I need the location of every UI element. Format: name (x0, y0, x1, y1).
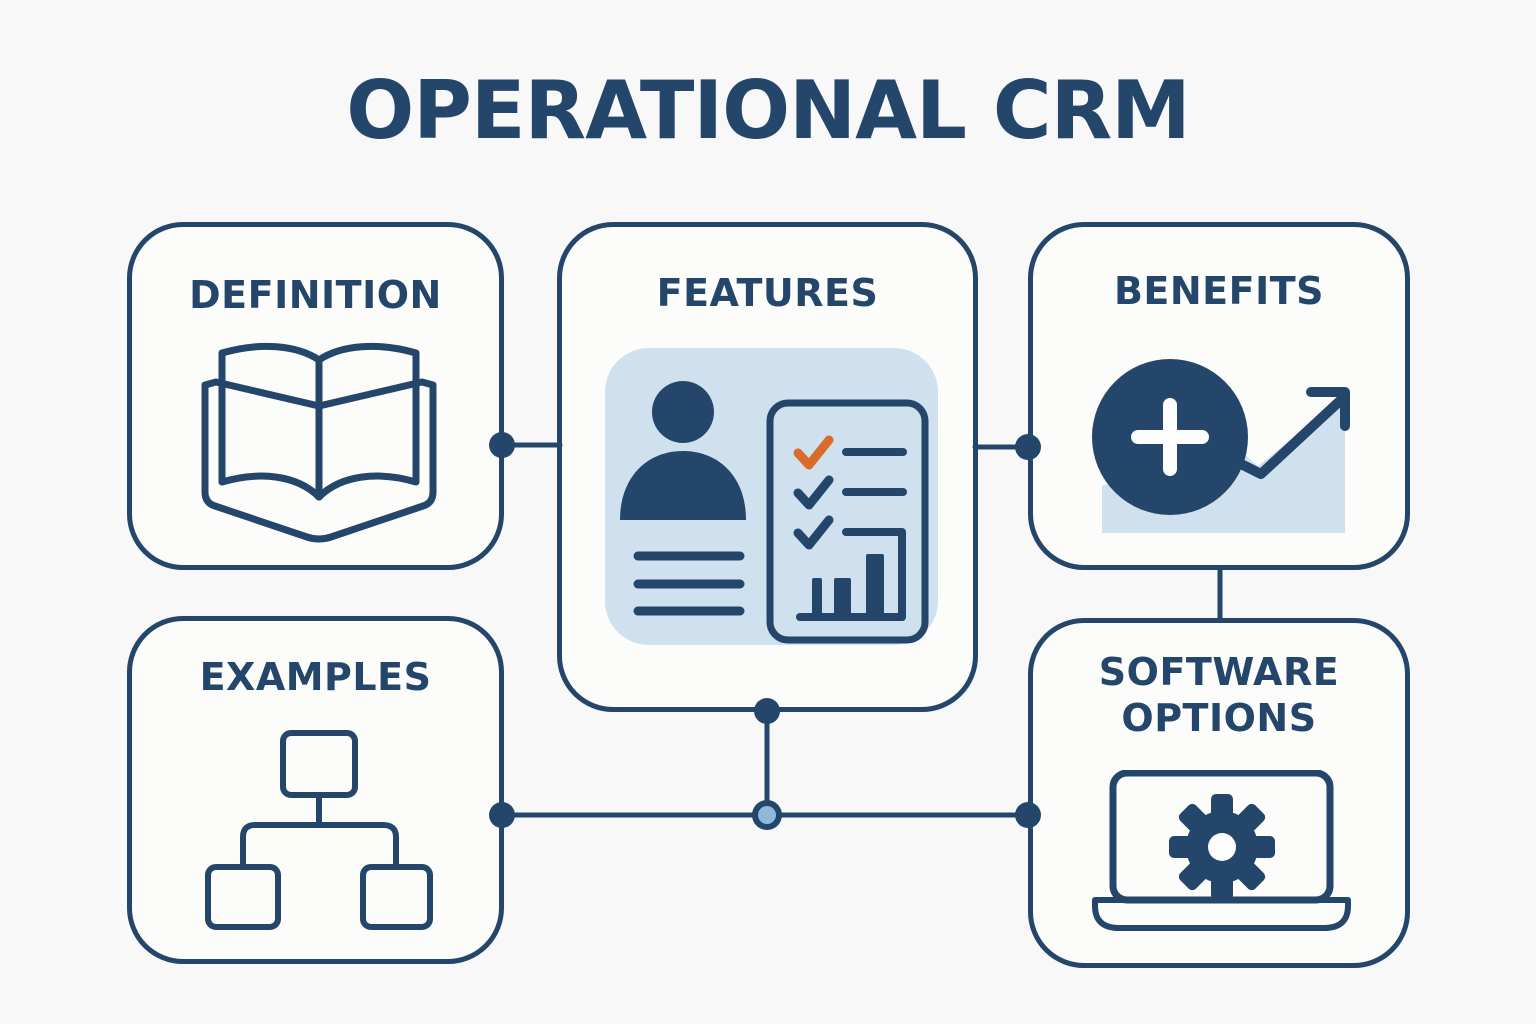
benefits-box: BENEFITS (1028, 222, 1410, 570)
junction-dot-outer (752, 800, 782, 830)
benefits-label: BENEFITS (1113, 269, 1325, 313)
software-options-box: SOFTWARE OPTIONS (1028, 618, 1410, 968)
bar-chart-icon (796, 528, 906, 621)
laptop-base (1092, 897, 1351, 931)
examples-label: EXAMPLES (199, 655, 432, 699)
page-title: OPERATIONAL CRM (346, 64, 1191, 157)
examples-box: EXAMPLES (127, 616, 504, 964)
laptop-gear-icon (1092, 770, 1351, 931)
open-book-icon (201, 342, 437, 543)
person-silhouette-icon (620, 381, 746, 520)
checklist-document-icon (766, 399, 929, 644)
definition-box: DEFINITION (127, 222, 504, 570)
plus-circle-icon (1092, 359, 1248, 515)
contact-card-checklist-icon (605, 348, 938, 645)
junction-dot-inner (758, 806, 776, 824)
definition-label: DEFINITION (189, 273, 442, 317)
plus-circle-growth-arrow-icon (1092, 359, 1350, 533)
features-label: FEATURES (656, 271, 879, 315)
software-options-label: SOFTWARE OPTIONS (1098, 650, 1340, 741)
features-box: FEATURES (557, 222, 978, 712)
org-chart-icon (205, 730, 433, 930)
gear-icon (1169, 794, 1275, 900)
text-lines (633, 551, 745, 616)
